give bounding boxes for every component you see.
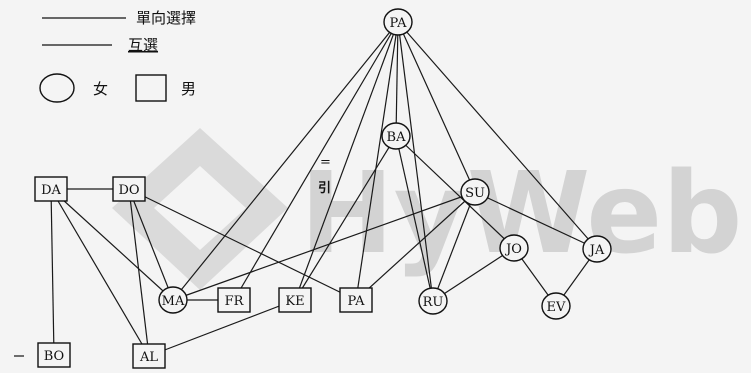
node-label: MA [162,294,185,309]
female-node-circle [582,235,612,263]
node-pa-top: PA [383,8,413,36]
male-node-square [132,343,166,369]
nodes-layer: PA BA SU JO JA EV RU MA DA DO FR KE PA BO AL [34,8,612,369]
node-label: EV [547,300,566,315]
edge-pa_top-pa_mid [355,21,399,301]
watermark-diamond-inner [154,166,246,250]
node-label: JA [588,243,605,258]
node-label: PA [348,294,366,309]
female-node-circle [541,292,571,320]
node-label: BO [44,349,64,364]
female-node-circle [381,122,411,150]
male-node-square [339,287,373,313]
node-label: AL [139,350,158,365]
edge-su-ru [432,191,476,302]
node-su: SU [460,178,490,206]
male-node-square [34,176,68,202]
female-node-circle [383,8,413,36]
node-label: JO [504,242,522,257]
edge-pa_top-ma [172,21,399,301]
male-node-square [37,342,71,368]
legend: 單向選擇 互選 女 男 [39,9,196,103]
female-node-circle [418,287,448,315]
node-fr: FR [217,287,251,313]
edge-do-al [128,188,150,357]
edge-da-al [50,188,150,357]
edge-su-ma [172,191,476,301]
male-node-square [217,287,251,313]
node-ke: KE [278,287,312,313]
edge-pa_top-ba [395,21,399,137]
node-ev: EV [541,292,571,320]
node-ma: MA [158,286,188,314]
edge-jo-ru [432,247,515,302]
edge-ba-ru [395,135,434,302]
edge-al-ke [148,299,296,357]
node-label: SU [465,186,485,201]
node-label: RU [423,295,444,310]
node-label: KE [285,294,304,309]
node-da: DA [34,176,68,202]
side-mark-top: = [320,155,331,170]
edge-ba-jo [395,135,515,249]
node-label: DA [41,183,61,198]
node-do: DO [112,176,146,202]
node-ja: JA [582,235,612,263]
edge-do-pa_mid [128,188,357,301]
female-node-circle [158,286,188,314]
edge-pa_top-ru [397,21,434,302]
node-label: FR [225,294,245,309]
node-ba: BA [381,122,411,150]
node-ru: RU [418,287,448,315]
node-bo: BO [37,342,71,368]
female-node-circle [460,178,490,206]
edge-pa_top-ke [294,21,399,301]
edge-pa_top-ja [397,21,598,250]
legend-female-label: 女 [93,80,108,98]
node-al: AL [132,343,166,369]
node-jo: JO [499,234,529,262]
legend-mutual-label: 互選 [128,36,158,54]
legend-male-square-icon [135,74,167,102]
legend-male-label: 男 [181,80,196,98]
edge-ba-ke [294,135,397,301]
male-node-square [278,287,312,313]
node-label: PA [390,16,408,31]
edge-su-ja [474,191,598,250]
legend-one-way-label: 單向選擇 [136,9,196,27]
female-node-circle [499,234,529,262]
edge-su-pa_mid [355,191,476,301]
edge-da-bo [50,188,55,356]
legend-female-circle-icon [39,73,75,103]
edge-da-ma [50,188,174,301]
node-pa-mid: PA [339,287,373,313]
edge-do-ma [128,188,174,301]
node-label: BA [387,130,407,145]
male-node-square [112,176,146,202]
node-label: DO [118,183,139,198]
edge-pa_top-su [397,21,476,193]
side-mark-bottom: 引 [318,181,331,196]
